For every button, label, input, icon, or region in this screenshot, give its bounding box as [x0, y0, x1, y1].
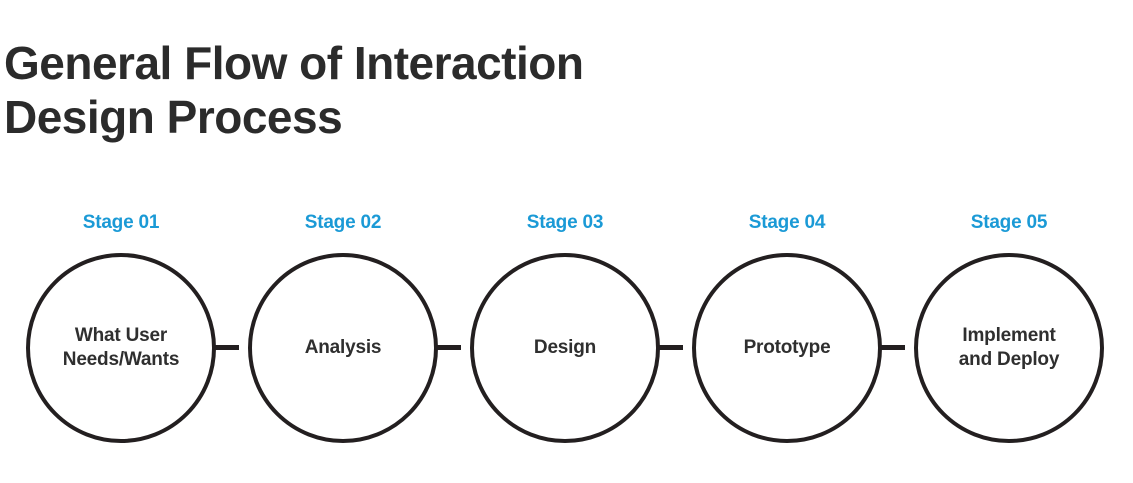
- stage-02-name: Analysis: [304, 337, 382, 359]
- stage-05-label: Stage 05: [970, 212, 1048, 233]
- page-title-line-1: General Flow of Interaction: [4, 36, 584, 89]
- stage-04[interactable]: Stage 04 Prototype: [692, 200, 882, 450]
- stage-05-circle[interactable]: Implement and Deploy: [914, 253, 1104, 443]
- stage-05-name: Implement and Deploy: [958, 325, 1060, 370]
- stage-05[interactable]: Stage 05 Implement and Deploy: [914, 200, 1104, 450]
- stage-03-name: Design: [533, 337, 597, 359]
- stage-01[interactable]: Stage 01 What User Needs/Wants: [26, 200, 216, 450]
- stage-04-label: Stage 04: [748, 212, 826, 233]
- stage-04-name: Prototype: [743, 337, 831, 359]
- stage-03-circle[interactable]: Design: [470, 253, 660, 443]
- connector-stage-01-to-02: [205, 345, 239, 350]
- page-title-line-2: Design Process: [4, 90, 343, 143]
- connector-stage-03-to-04: [649, 345, 683, 350]
- connector-stage-04-to-05: [871, 345, 905, 350]
- stage-01-name: What User Needs/Wants: [62, 325, 180, 370]
- page-title: General Flow of Interaction Design Proce…: [4, 37, 784, 145]
- stage-01-circle[interactable]: What User Needs/Wants: [26, 253, 216, 443]
- stage-04-circle[interactable]: Prototype: [692, 253, 882, 443]
- stage-01-label: Stage 01: [82, 212, 160, 233]
- stage-02-label: Stage 02: [304, 212, 382, 233]
- stage-02-circle[interactable]: Analysis: [248, 253, 438, 443]
- stage-02[interactable]: Stage 02 Analysis: [248, 200, 438, 450]
- interaction-design-process-flow-diagram: Stage 01 What User Needs/Wants Stage 02 …: [0, 200, 1133, 460]
- stage-03[interactable]: Stage 03 Design: [470, 200, 660, 450]
- connector-stage-02-to-03: [427, 345, 461, 350]
- stage-03-label: Stage 03: [526, 212, 604, 233]
